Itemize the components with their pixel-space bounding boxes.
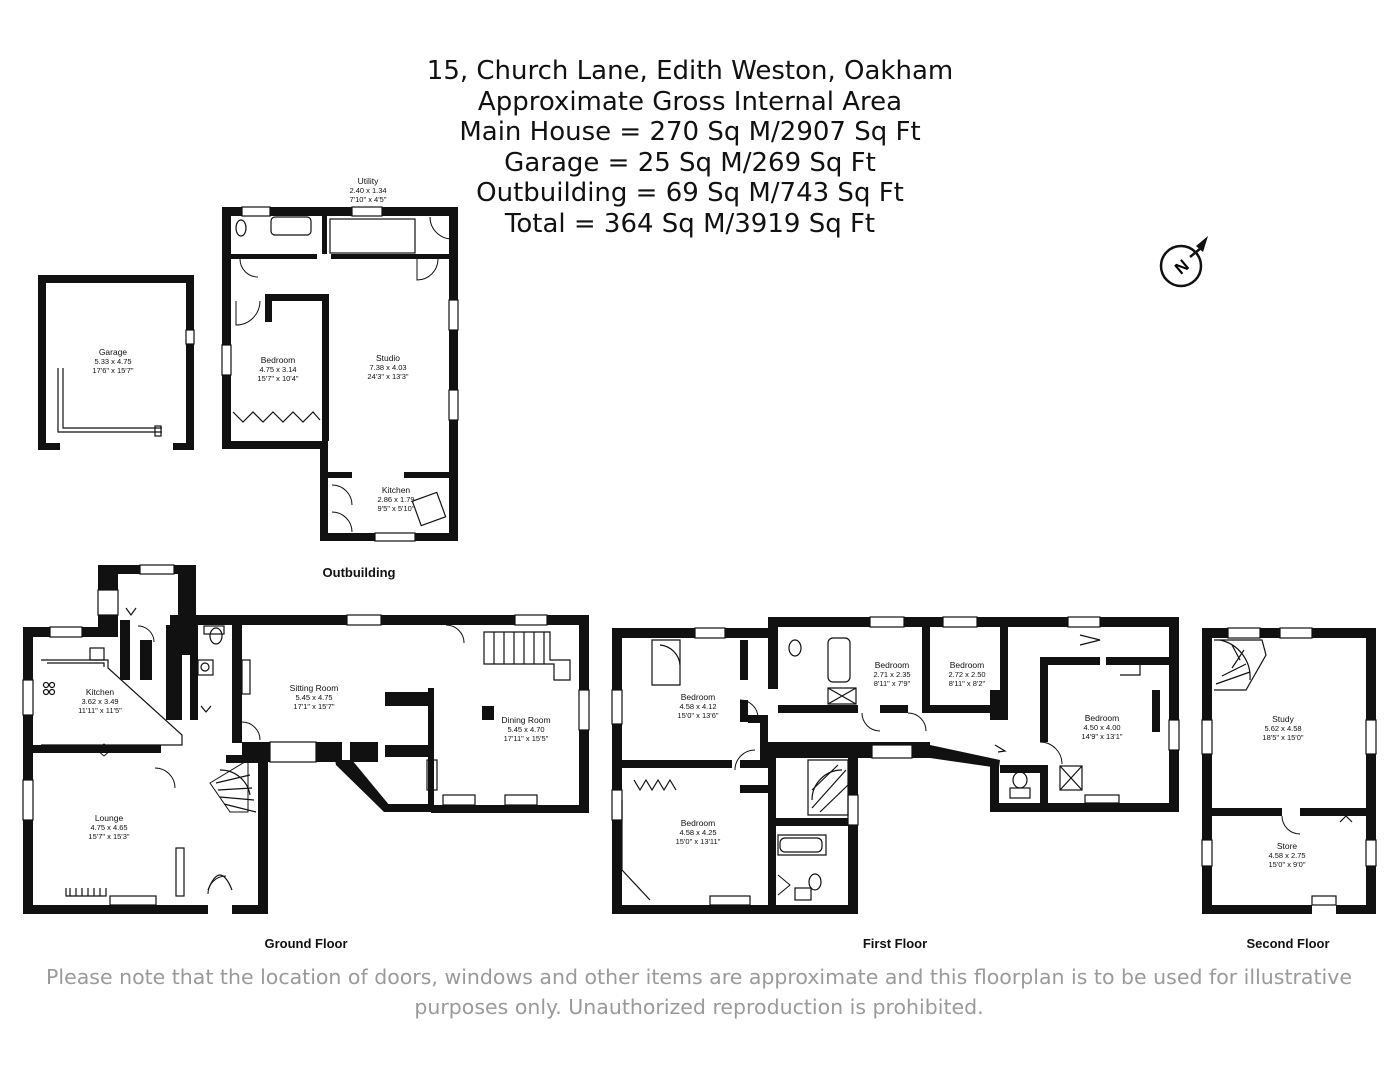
utility-metric: 2.40 x 1.34 [349, 186, 386, 195]
outbuilding-kitchen-imperial: 9'5" x 5'10" [378, 504, 415, 513]
outbuilding-bedroom-metric: 4.75 x 3.14 [259, 365, 296, 374]
second-floor-plan [1201, 627, 1377, 914]
lounge-imperial: 15'7" x 15'3" [88, 832, 129, 841]
sitting-room-metric: 5.45 x 4.75 [295, 693, 332, 702]
outbuilding-plan [221, 206, 459, 542]
sitting-room-name: Sitting Room [290, 683, 339, 693]
first-bedroom-b-imperial: 15'0" x 13'11" [676, 837, 721, 846]
disclaimer-note: Please note that the location of doors, … [46, 965, 1352, 1019]
garage-imperial: 17'6" x 15'7" [92, 366, 133, 375]
utility-imperial: 7'10" x 4'5" [350, 195, 387, 204]
main-house-area: Main House = 270 Sq M/2907 Sq Ft [459, 117, 921, 147]
first-bedroom-e-metric: 4.50 x 4.00 [1083, 723, 1120, 732]
second-floor-label: Second Floor [1246, 936, 1329, 951]
first-bedroom-b-name: Bedroom [681, 818, 716, 828]
first-bedroom-a-metric: 4.58 x 4.12 [679, 702, 716, 711]
plan-header: 15, Church Lane, Edith Weston, Oakham Ap… [380, 56, 1000, 239]
first-bedroom-d-name: Bedroom [950, 660, 985, 670]
garage-metric: 5.33 x 4.75 [94, 357, 131, 366]
ground-floor-plan [22, 564, 590, 914]
store-name: Store [1277, 841, 1298, 851]
kitchen-metric: 3.62 x 3.49 [81, 697, 118, 706]
kitchen-name: Kitchen [86, 687, 115, 697]
outbuilding-bedroom-name: Bedroom [261, 355, 296, 365]
garage-area: Garage = 25 Sq M/269 Sq Ft [504, 147, 876, 178]
outbuilding-bedroom-imperial: 15'7" x 10'4" [257, 374, 298, 383]
first-bedroom-c-metric: 2.71 x 2.35 [873, 670, 910, 679]
kitchen-imperial: 11'11" x 11'5" [78, 706, 122, 715]
outbuilding-label: Outbuilding [323, 565, 396, 580]
first-bedroom-e-imperial: 14'9" x 13'1" [1081, 732, 1122, 741]
compass-letter: N [1171, 256, 1193, 278]
store-metric: 4.58 x 2.75 [1268, 851, 1305, 860]
ground-floor-label: Ground Floor [264, 936, 347, 951]
studio-metric: 7.38 x 4.03 [369, 363, 406, 372]
first-bedroom-d-imperial: 8'11" x 8'2" [949, 679, 986, 688]
utility-name: Utility [358, 176, 380, 186]
first-bedroom-c-name: Bedroom [875, 660, 910, 670]
lounge-metric: 4.75 x 4.65 [90, 823, 127, 832]
garage-plan [38, 275, 195, 450]
dining-room-metric: 5.45 x 4.70 [507, 725, 544, 734]
lounge-name: Lounge [95, 813, 124, 823]
study-imperial: 18'5" x 15'0" [1262, 733, 1303, 742]
store-imperial: 15'0" x 9'0" [1269, 860, 1306, 869]
garage-name: Garage [99, 347, 128, 357]
north-arrow-icon: N [1159, 236, 1208, 288]
first-bedroom-a-name: Bedroom [681, 692, 716, 702]
studio-name: Studio [376, 353, 400, 363]
first-bedroom-d-metric: 2.72 x 2.50 [948, 670, 985, 679]
first-bedroom-a-imperial: 15'0" x 13'6" [677, 711, 718, 720]
sitting-room-imperial: 17'1" x 15'7" [293, 702, 334, 711]
study-name: Study [1272, 714, 1294, 724]
property-address: 15, Church Lane, Edith Weston, Oakham [426, 56, 954, 86]
first-bedroom-c-imperial: 8'11" x 7'9" [874, 679, 911, 688]
first-floor-plan [611, 616, 1180, 914]
study-metric: 5.62 x 4.58 [1264, 724, 1301, 733]
outbuilding-kitchen-metric: 2.86 x 1.79 [377, 495, 414, 504]
total-area: Total = 364 Sq M/3919 Sq Ft [504, 208, 876, 239]
area-title: Approximate Gross Internal Area [477, 86, 903, 117]
studio-imperial: 24'3" x 13'3" [367, 372, 408, 381]
dining-room-name: Dining Room [501, 715, 550, 725]
first-floor-label: First Floor [863, 936, 927, 951]
outbuilding-area: Outbuilding = 69 Sq M/743 Sq Ft [476, 178, 904, 208]
first-bedroom-b-metric: 4.58 x 4.25 [679, 828, 716, 837]
first-bedroom-e-name: Bedroom [1085, 713, 1120, 723]
dining-room-imperial: 17'11" x 15'5" [504, 734, 549, 743]
outbuilding-kitchen-name: Kitchen [382, 485, 411, 495]
